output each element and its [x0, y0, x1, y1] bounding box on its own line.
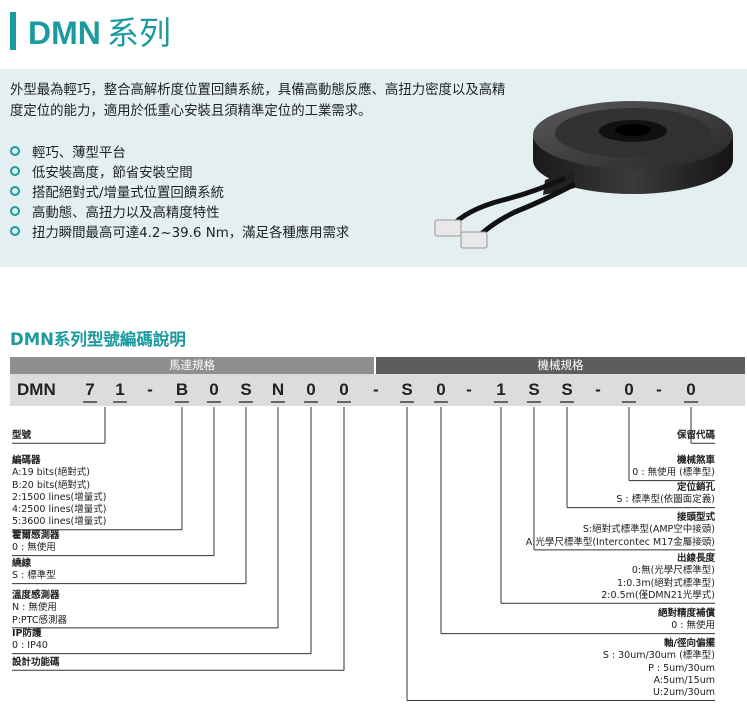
field-option: 0:無(光學尺標準型)	[631, 565, 715, 577]
ring-bullet-icon	[10, 206, 20, 216]
field-title: 軸/徑向偏擺	[664, 638, 715, 649]
ring-bullet-icon	[10, 146, 20, 156]
field-title: 接頭型式	[676, 512, 715, 523]
title-suffix: 系列	[106, 14, 171, 52]
code-char: -	[147, 380, 153, 399]
field-option: P : 5um/30um	[648, 662, 715, 674]
field-title: 出線長度	[676, 553, 715, 564]
field-title: 設計功能碼	[12, 657, 60, 668]
field-title: 機械煞車	[676, 455, 715, 466]
ring-bullet-icon	[10, 226, 20, 236]
feature-item: 輕巧、薄型平台	[10, 144, 349, 164]
coding-section-title: DMN系列型號編碼說明	[10, 330, 186, 349]
code-char: 0	[306, 380, 316, 399]
field-title: 溫度感測器	[12, 590, 60, 601]
field-option: 2:1500 lines(增量式)	[12, 491, 107, 503]
field-option: 0 : 無使用	[671, 620, 715, 632]
ring-bullet-icon	[10, 186, 20, 196]
code-char: S	[401, 380, 413, 399]
code-char: -	[373, 380, 379, 399]
code-char: -	[595, 380, 601, 399]
motor-product-image	[434, 101, 733, 249]
model-code-row	[10, 374, 745, 406]
code-char: 0	[339, 380, 349, 399]
code-field-right-0: 保留代碼	[677, 430, 715, 442]
field-title: 保留代碼	[676, 430, 715, 441]
field-title: 絕對精度補償	[657, 608, 715, 619]
code-prefix: DMN	[17, 380, 56, 399]
code-char: 7	[85, 380, 95, 399]
field-option: 0 : 無使用 (標準型)	[632, 467, 715, 479]
field-option: A:19 bits(絕對式)	[12, 467, 90, 479]
code-char: S	[240, 380, 252, 399]
feature-list: 輕巧、薄型平台 低安裝高度，節省安裝空間 搭配絕對式/增量式位置回饋系統 高動態…	[10, 144, 349, 244]
mechanical-spec-header: 機械規格	[376, 357, 745, 374]
code-char: 0	[209, 380, 219, 399]
code-field-left-0: 型號	[12, 430, 31, 442]
feature-item: 低安裝高度，節省安裝空間	[10, 164, 349, 184]
field-option: 0 : 無使用	[12, 542, 56, 554]
field-option: B:20 bits(絕對式)	[12, 479, 91, 491]
field-option: S : 標準型	[12, 570, 56, 582]
ring-bullet-icon	[10, 166, 20, 176]
code-char: N	[271, 380, 285, 399]
field-title: 定位銷孔	[676, 482, 715, 493]
field-option: U:2um/30um	[652, 687, 715, 699]
field-title: 霍爾感測器	[12, 530, 60, 541]
field-option: 4:2500 lines(增量式)	[12, 504, 107, 516]
title-accent-bar	[10, 12, 16, 50]
code-char: 0	[686, 380, 696, 399]
field-title: 繞線	[12, 558, 32, 569]
feature-item: 扭力瞬間最高可達4.2~39.6 Nm，滿足各種應用需求	[10, 224, 349, 244]
field-option: S : 30um/30um (標準型)	[602, 650, 715, 662]
field-option: S : 標準型(依圖面定義)	[616, 494, 715, 506]
feature-item: 搭配絕對式/增量式位置回饋系統	[10, 184, 349, 204]
code-char: 1	[496, 380, 506, 399]
field-option: A:光學尺標準型(Intercontec M17金屬接頭)	[525, 536, 715, 548]
field-option: A:5um/15um	[653, 674, 715, 686]
code-char: 0	[624, 380, 634, 399]
field-option: 2:0.5m(僅DMN21光學式)	[601, 589, 715, 601]
field-option: 1:0.3m(絕對式標準型)	[616, 577, 715, 589]
title-model: DMN	[28, 15, 101, 51]
code-char: S	[561, 380, 573, 399]
field-option: N : 無使用	[12, 602, 57, 614]
field-option: P:PTC感測器	[12, 614, 68, 626]
field-option: 5:3600 lines(增量式)	[12, 516, 107, 528]
product-description: 外型最為輕巧，整合高解析度位置回饋系統，具備高動態反應、高扭力密度以及高精度定位…	[10, 83, 506, 119]
code-char: B	[175, 380, 189, 399]
motor-spec-header: 馬達規格	[10, 357, 374, 374]
code-char: -	[656, 380, 662, 399]
code-field-left-6: 設計功能碼	[12, 657, 60, 669]
field-title: 編碼器	[12, 455, 41, 466]
field-option: 0 : IP40	[12, 640, 48, 652]
code-char: S	[528, 380, 540, 399]
code-char: -	[466, 380, 472, 399]
field-title: IP防護	[12, 628, 42, 639]
feature-item: 高動態、高扭力以及高精度特性	[10, 204, 349, 224]
field-option: S:絕對式標準型(AMP空中接頭)	[582, 524, 715, 536]
code-char: 0	[436, 380, 446, 399]
code-char: 1	[115, 380, 125, 399]
field-title: 型號	[12, 430, 32, 441]
